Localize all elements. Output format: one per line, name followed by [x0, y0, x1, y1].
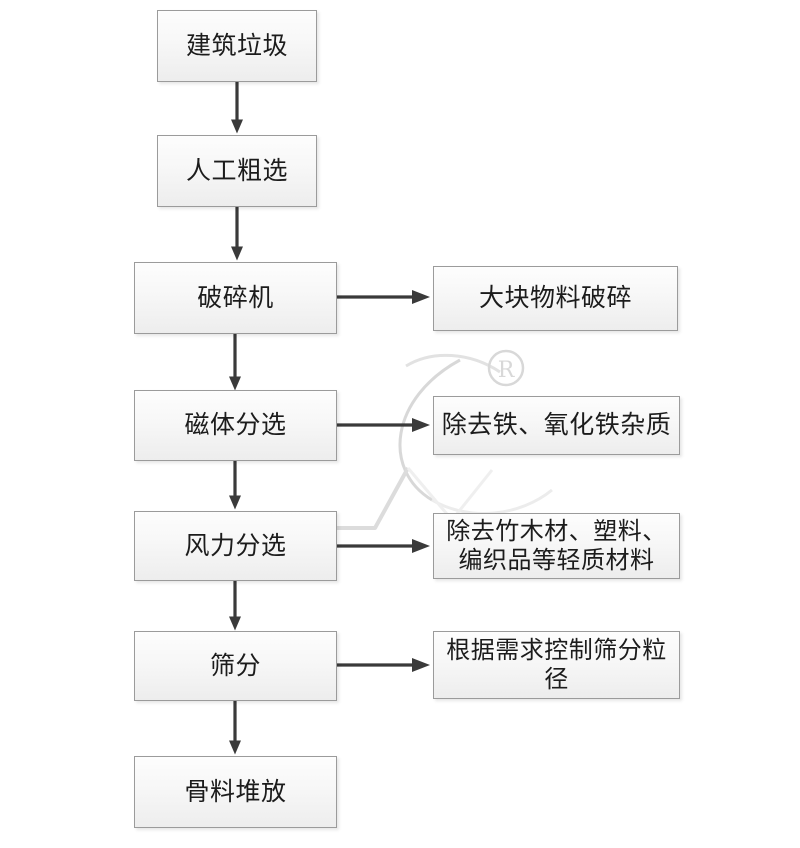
registered-trademark-icon: R — [487, 349, 525, 387]
side-note-bulk-material-crushing[interactable]: 大块物料破碎 — [433, 266, 678, 331]
flow-node-magnetic-separation[interactable]: 磁体分选 — [134, 390, 337, 461]
side-note-control-particle-size[interactable]: 根据需求控制筛分粒 径 — [433, 631, 680, 699]
side-note-remove-iron-impurities[interactable]: 除去铁、氧化铁杂质 — [433, 396, 680, 455]
flow-node-construction-waste[interactable]: 建筑垃圾 — [157, 10, 317, 82]
flow-node-crusher[interactable]: 破碎机 — [134, 262, 337, 334]
flow-node-manual-sorting[interactable]: 人工粗选 — [157, 135, 317, 207]
flow-node-air-separation[interactable]: 风力分选 — [134, 511, 337, 581]
flow-node-aggregate-stacking[interactable]: 骨料堆放 — [134, 756, 337, 828]
svg-text:R: R — [498, 358, 516, 383]
side-note-remove-light-materials[interactable]: 除去竹木材、塑料、 编织品等轻质材料 — [433, 513, 680, 579]
flow-node-screening[interactable]: 筛分 — [134, 631, 337, 701]
